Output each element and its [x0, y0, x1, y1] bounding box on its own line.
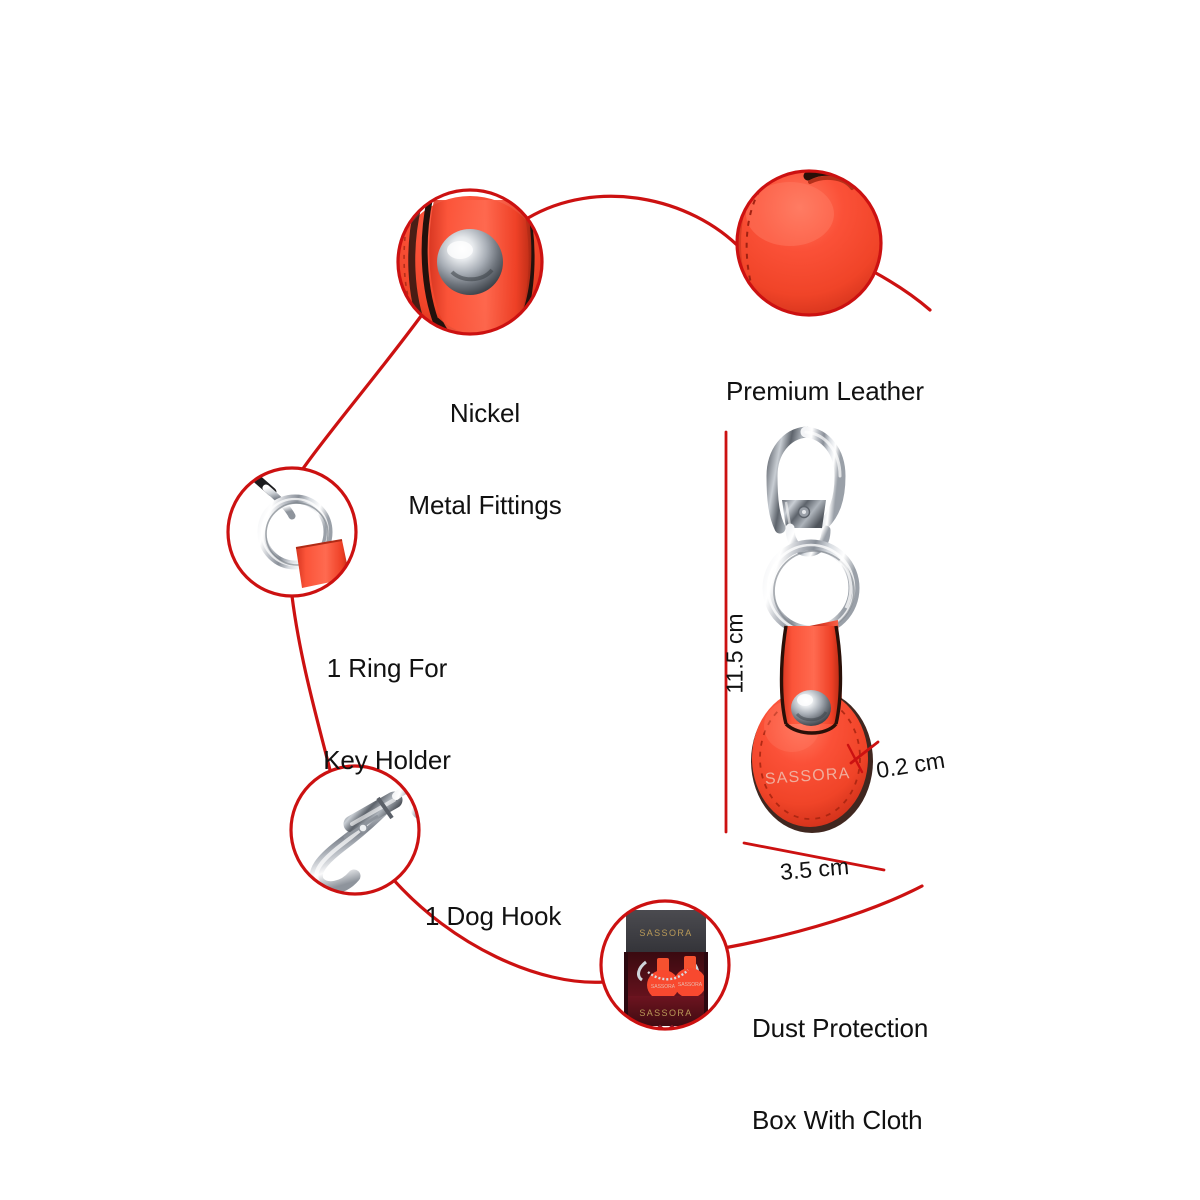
- connector-curve: [290, 194, 932, 984]
- label-nickel-line1: Nickel: [449, 398, 521, 429]
- dimension-tick-thickness: [846, 743, 864, 774]
- callout-premium-leather[interactable]: [735, 168, 888, 320]
- label-dust-protection-box: Dust Protection Box With Cloth: [752, 952, 928, 1197]
- callout-ring-doghook: [289, 764, 421, 896]
- label-keyring-line2: Key Holder: [323, 745, 451, 776]
- dimension-label-height: 11.5 cm: [721, 613, 748, 694]
- callout-dog-hook[interactable]: [289, 764, 436, 896]
- callout-ring-nickel: [396, 188, 544, 336]
- callout-ring-keyring: [226, 466, 358, 598]
- callout-ring-leather: [735, 169, 883, 317]
- callout-dust-box[interactable]: SASSORA SASSORA SASSORA: [599, 899, 731, 1031]
- label-nickel-line2: Metal Fittings: [408, 490, 562, 521]
- dimension-lines: [724, 430, 886, 872]
- label-nickel-metal-fittings: Nickel Metal Fittings: [408, 337, 561, 582]
- label-premium-leather-line1: Premium Leather: [726, 376, 924, 407]
- product-key-ring: [762, 539, 860, 637]
- keychain-emboss-left: SASSORA: [651, 984, 676, 990]
- label-premium-leather: Premium Leather: [726, 315, 924, 468]
- keychain-emboss-right: SASSORA: [678, 982, 703, 988]
- dimension-line-width: [742, 841, 886, 872]
- box-lid-brand: SASSORA: [639, 928, 692, 938]
- product-brand-emboss: SASSORA: [764, 765, 851, 788]
- product-hero-keychain: SASSORA: [751, 426, 873, 833]
- product-leather-fob: SASSORA: [751, 620, 873, 833]
- label-dustbox-line1: Dust Protection: [752, 1013, 929, 1044]
- callout-ring-dustbox: [599, 899, 731, 1031]
- label-keyring-line1: 1 Ring For: [326, 653, 448, 684]
- label-dustbox-line2: Box With Cloth: [752, 1105, 923, 1136]
- box-front-brand: SASSORA: [639, 1008, 692, 1018]
- label-doghook-line1: 1 Dog Hook: [425, 901, 562, 932]
- label-ring-for-key-holder: 1 Ring For Key Holder: [323, 592, 451, 837]
- callout-key-ring[interactable]: [226, 466, 358, 598]
- product-snap-hook: [766, 426, 846, 557]
- label-dog-hook: 1 Dog Hook: [425, 840, 561, 993]
